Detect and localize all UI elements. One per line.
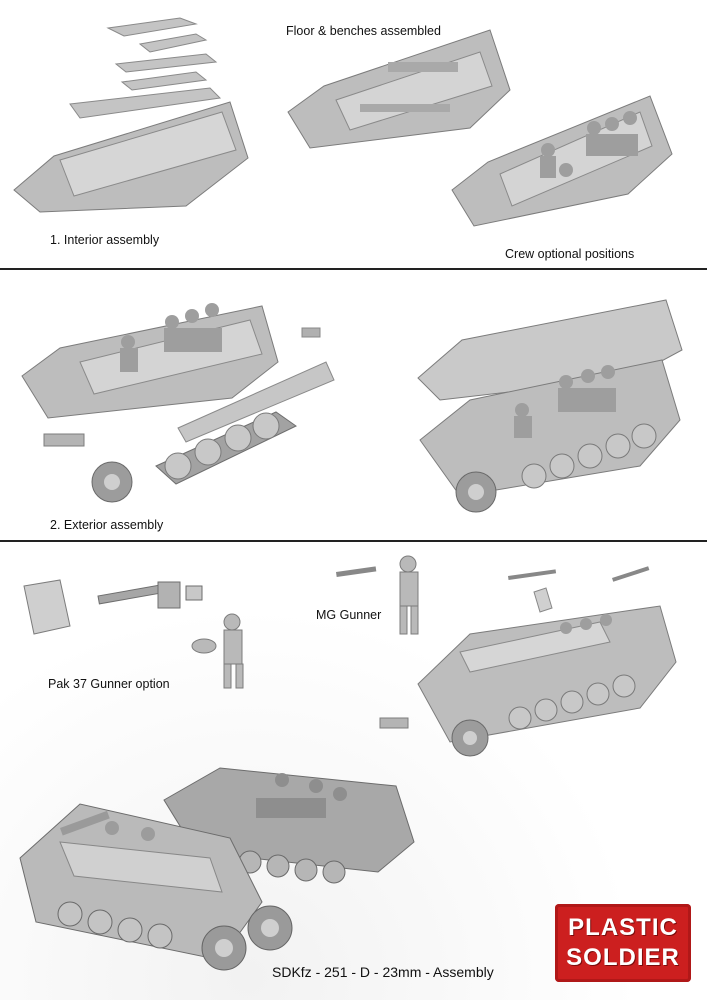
plastic-soldier-logo: PLASTIC SOLDIER [555, 904, 691, 982]
pak-gunner-caption: Pak 37 Gunner option [48, 677, 170, 691]
logo-line-2: SOLDIER [566, 944, 680, 971]
logo-line-1: PLASTIC [568, 914, 678, 941]
section-divider [0, 540, 707, 542]
floor-benches-caption: Floor & benches assembled [286, 24, 441, 38]
mg-gunner-caption: MG Gunner [316, 608, 382, 622]
exterior-assembly-section: 2. Exterior assembly [0, 270, 707, 540]
footer-title: SDKfz - 251 - D - 23mm - Assembly [272, 964, 494, 980]
section-divider [0, 268, 707, 270]
interior-assembly-caption: 1. Interior assembly [50, 233, 160, 247]
variant-parts-illustration [19, 555, 677, 971]
exterior-assembly-caption: 2. Exterior assembly [50, 518, 164, 532]
crew-positions-caption: Crew optional positions [505, 247, 635, 261]
exterior-parts-illustration [21, 299, 683, 513]
interior-parts-illustration [13, 17, 673, 227]
interior-assembly-section: Floor & benches assembled 1. Interior as… [0, 0, 707, 268]
